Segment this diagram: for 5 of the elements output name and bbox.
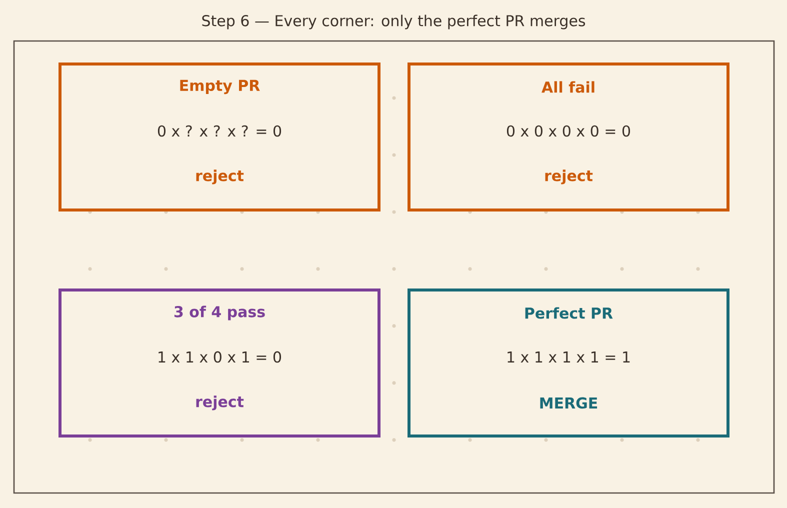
result-card: Empty PR 0 x ? x ? x ? = 0 reject [58, 62, 380, 212]
result-card: All fail 0 x 0 x 0 x 0 = 0 reject [408, 62, 730, 212]
title: Step 6 — Every corner: only the perfect PR merges [202, 14, 586, 30]
result-card: 3 of 4 pass 1 x 1 x 0 x 1 = 0 reject [58, 288, 380, 438]
result-card: Perfect PR 1 x 1 x 1 x 1 = 1 MERGE [408, 288, 730, 438]
